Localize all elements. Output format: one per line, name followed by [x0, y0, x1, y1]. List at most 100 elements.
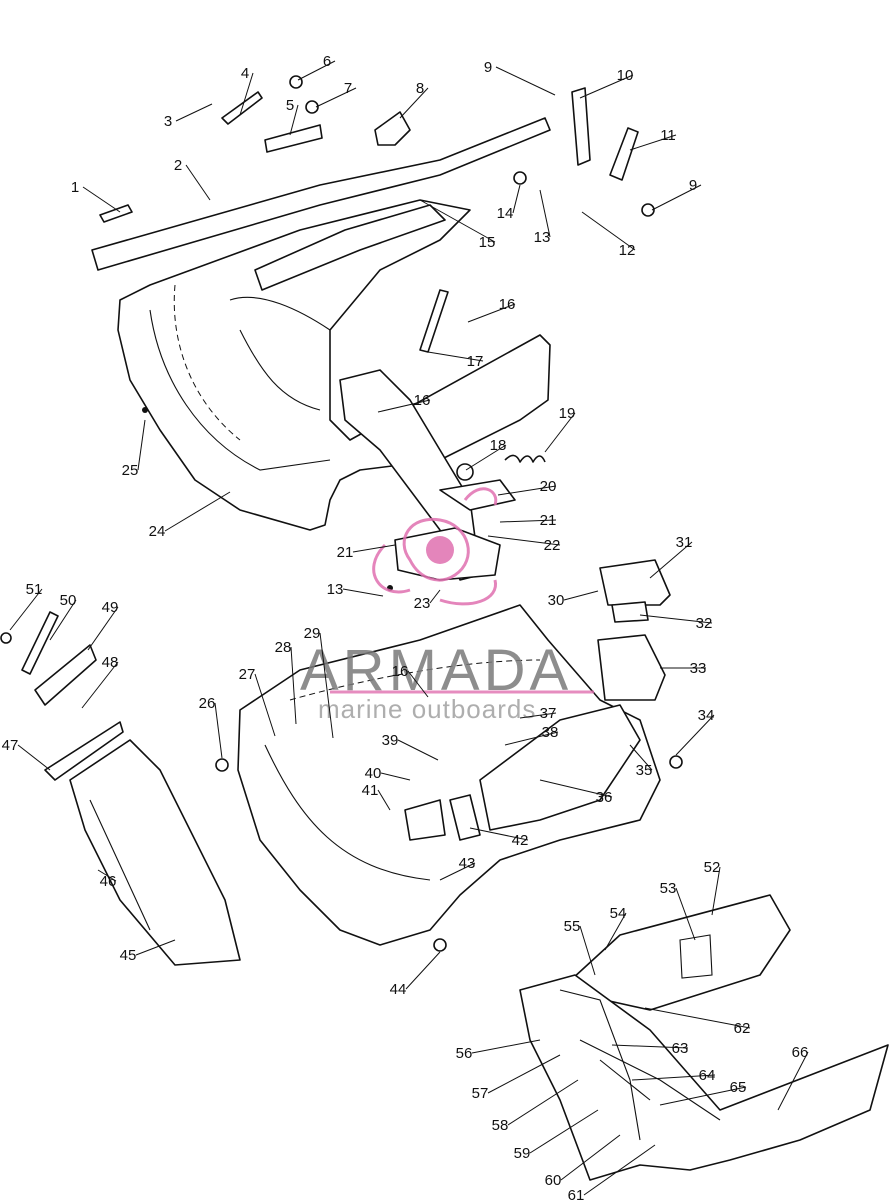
shell-66	[519, 974, 889, 1181]
leader-line-c28	[290, 646, 297, 725]
panel-52	[559, 894, 791, 1011]
leader-line-c54	[604, 912, 627, 951]
leader-line-c22	[487, 535, 561, 546]
callout-label-c8: 8	[416, 80, 424, 97]
leader-line-c31	[649, 541, 693, 579]
tray-31	[599, 559, 671, 606]
callout-label-c9a: 9	[484, 59, 492, 76]
leader-line-c29	[319, 632, 334, 739]
leader-line-c3	[175, 103, 213, 122]
callout-label-c17: 17	[467, 353, 484, 370]
nut-9	[641, 203, 655, 217]
callout-label-c41: 41	[362, 782, 379, 799]
callout-label-c9b: 9	[689, 177, 697, 194]
handle-47	[44, 721, 124, 781]
leader-line-c11	[629, 134, 677, 151]
callout-label-c55: 55	[564, 918, 581, 935]
callout-label-c28: 28	[275, 639, 292, 656]
callout-label-c57: 57	[472, 1085, 489, 1102]
callout-label-c60: 60	[545, 1172, 562, 1189]
callout-label-c27: 27	[239, 666, 256, 683]
pad-32	[611, 601, 649, 623]
grommet-44	[433, 938, 447, 952]
leader-line-c35	[629, 744, 653, 771]
leader-line-c39	[397, 739, 439, 761]
strip-50	[21, 611, 59, 675]
callout-label-c39: 39	[382, 732, 399, 749]
screw-51	[0, 632, 12, 644]
callout-label-c16a: 16	[499, 296, 516, 313]
leader-line-c63	[611, 1044, 689, 1049]
leader-line-c66	[777, 1051, 809, 1111]
leader-line-c44	[405, 951, 441, 990]
callout-label-c23: 23	[414, 595, 431, 612]
watermark-logo-icon	[372, 487, 498, 606]
callout-label-c61: 61	[568, 1187, 585, 1204]
callout-label-c5: 5	[286, 97, 294, 114]
seat-tray	[479, 704, 641, 831]
leader-line-c45	[135, 939, 176, 956]
leader-line-c49	[87, 606, 119, 651]
leader-line-c46	[97, 869, 117, 882]
leader-line-c7	[315, 87, 357, 108]
leader-line-c5	[289, 104, 299, 136]
rail	[254, 204, 446, 291]
callout-label-c53: 53	[660, 880, 677, 897]
callout-label-c16c: 16	[392, 663, 409, 680]
callout-label-c43: 43	[459, 855, 476, 872]
callout-label-c45: 45	[120, 947, 137, 964]
callout-label-c1: 1	[71, 179, 79, 196]
callout-label-c35: 35	[636, 762, 653, 779]
strip-5	[264, 124, 323, 153]
callout-label-c19: 19	[559, 405, 576, 422]
leader-line-c14	[512, 184, 521, 214]
nut-6	[289, 75, 303, 89]
leader-line-c25	[137, 419, 146, 471]
lower-hood-assembly	[215, 559, 683, 952]
callout-label-c14: 14	[497, 205, 514, 222]
leader-line-c20	[497, 485, 557, 496]
bracket-1	[99, 204, 133, 223]
callout-label-c6: 6	[323, 53, 331, 70]
callout-label-c2: 2	[174, 157, 182, 174]
leader-line-c6	[297, 60, 336, 81]
leader-line-c21a	[352, 544, 396, 553]
leader-line-c53	[675, 887, 696, 941]
callout-leaders	[9, 60, 809, 1196]
callout-label-c50: 50	[60, 592, 77, 609]
plate-49	[34, 644, 97, 706]
washer-7	[305, 100, 319, 114]
callout-label-c34: 34	[698, 707, 715, 724]
lower-hood-body	[237, 604, 661, 946]
leader-line-c62	[644, 1007, 751, 1029]
bin-45	[69, 739, 241, 966]
leader-line-c26	[214, 702, 223, 759]
leader-line-c36	[539, 779, 613, 798]
leader-line-c4	[239, 72, 254, 116]
callout-label-c25: 25	[122, 462, 139, 479]
leader-line-c60	[560, 1134, 621, 1181]
callout-label-c16b: 16	[414, 392, 431, 409]
callout-label-c59: 59	[514, 1145, 531, 1162]
callout-label-c24: 24	[149, 523, 166, 540]
leader-line-c16c	[407, 670, 429, 698]
callout-label-c56: 56	[456, 1045, 473, 1062]
washer-14	[513, 171, 527, 185]
callout-label-c13a: 13	[534, 229, 551, 246]
callout-label-c3: 3	[164, 113, 172, 130]
callout-label-c37: 37	[540, 705, 557, 722]
leader-line-c55	[579, 925, 596, 976]
leader-line-c42	[469, 827, 529, 841]
callout-label-c36: 36	[596, 789, 613, 806]
callout-label-c62: 62	[734, 1020, 751, 1037]
bushing-18	[456, 463, 474, 481]
box-33	[597, 634, 666, 701]
leader-line-c51	[9, 588, 43, 631]
callout-label-c11: 11	[660, 127, 676, 144]
leader-line-c32	[639, 614, 713, 624]
callout-label-c21a: 21	[337, 544, 354, 561]
grommet-26	[215, 758, 229, 772]
callout-label-c22: 22	[544, 537, 561, 554]
callout-label-c18: 18	[490, 437, 507, 454]
leader-line-c9a	[495, 66, 556, 96]
